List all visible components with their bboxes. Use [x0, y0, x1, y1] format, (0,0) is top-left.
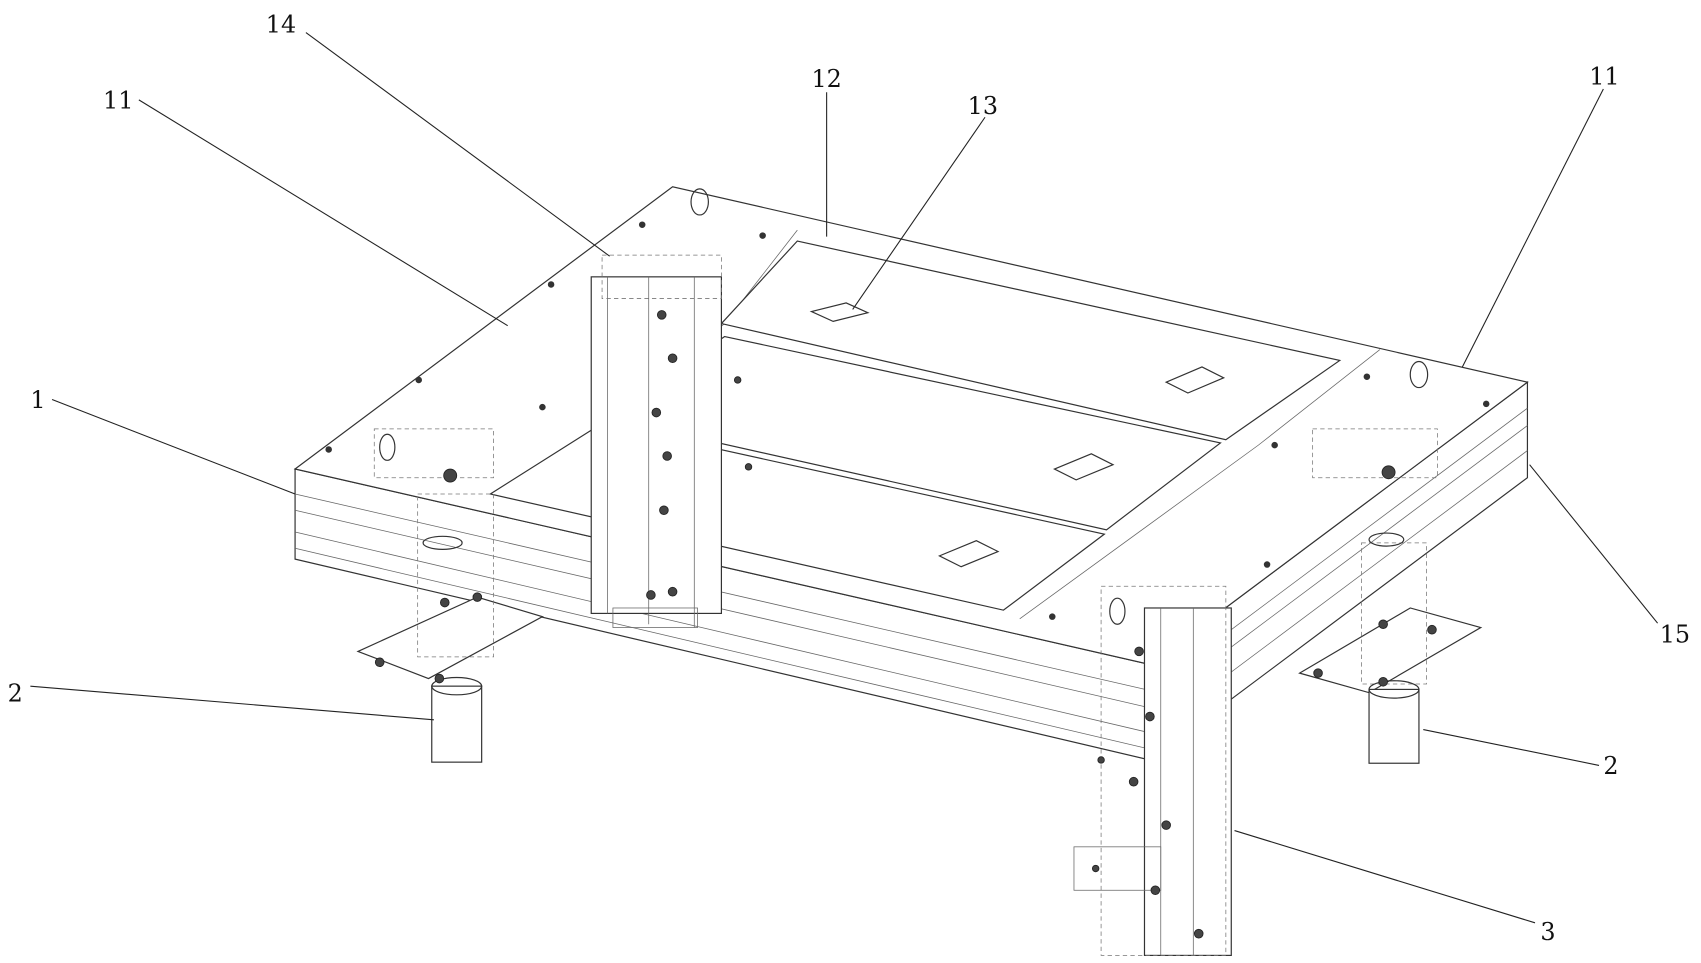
label-2-right: 2	[1603, 752, 1618, 780]
label-15: 15	[1660, 621, 1690, 649]
label-1: 1	[30, 386, 45, 414]
label-3: 3	[1540, 918, 1555, 946]
label-2-left: 2	[8, 679, 23, 707]
label-11-right: 11	[1589, 63, 1619, 91]
label-14: 14	[266, 11, 296, 39]
label-12: 12	[811, 65, 841, 93]
label-13: 13	[968, 92, 998, 120]
label-11-left: 11	[103, 87, 133, 115]
